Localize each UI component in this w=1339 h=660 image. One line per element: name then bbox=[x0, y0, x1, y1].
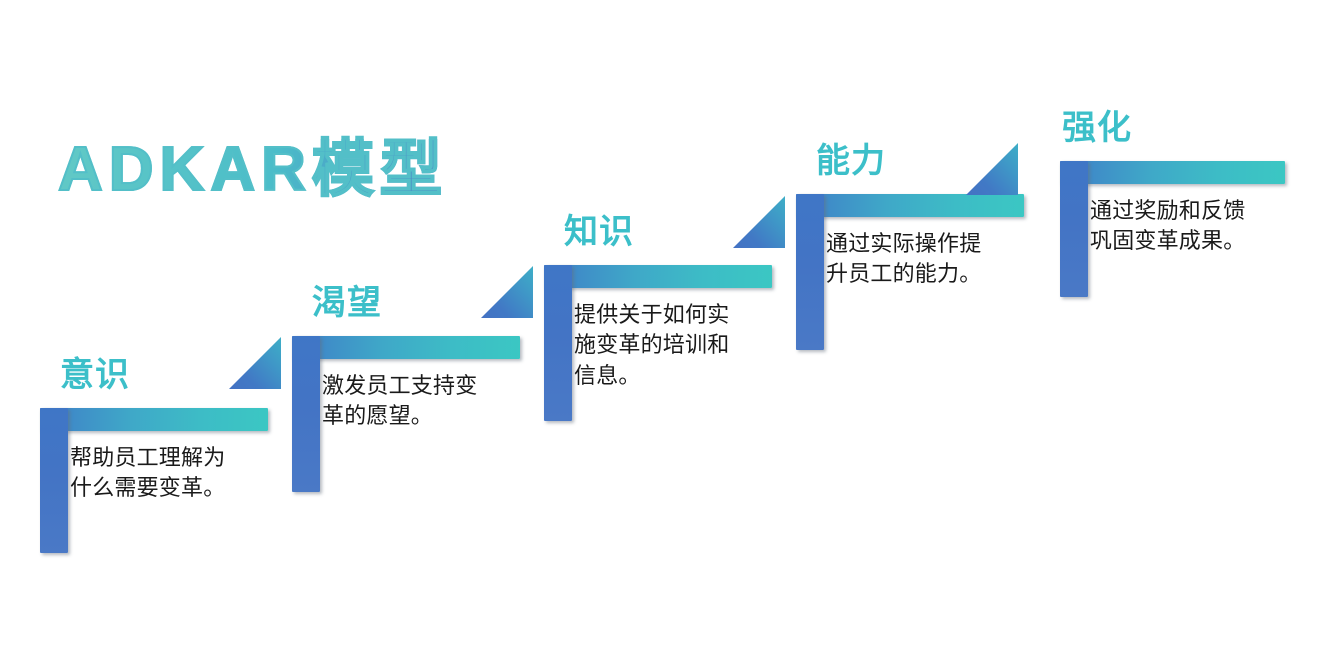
step-description-ability: 通过实际操作提 升员工的能力。 bbox=[826, 231, 982, 287]
bracket-vertical-arm bbox=[292, 336, 320, 492]
step-connector-arrow-icon bbox=[733, 196, 785, 248]
step-description-reinforcement: 通过奖励和反馈 巩固变革成果。 bbox=[1090, 198, 1246, 254]
step-description-awareness: 帮助员工理解为 什么需要变革。 bbox=[70, 445, 226, 501]
step-heading-knowledge: 知识 bbox=[564, 213, 634, 251]
step-description-knowledge: 提供关于如何实 施变革的培训和 信息。 bbox=[574, 302, 730, 388]
bracket-vertical-arm bbox=[40, 408, 68, 553]
bracket-horizontal-arm bbox=[40, 408, 268, 431]
bracket-vertical-arm bbox=[796, 194, 824, 350]
bracket-horizontal-arm bbox=[796, 194, 1024, 217]
step-description-desire: 激发员工支持变 革的愿望。 bbox=[322, 373, 478, 429]
step-connector-arrow-icon bbox=[481, 266, 533, 318]
step-heading-awareness: 意识 bbox=[60, 356, 130, 394]
step-connector-arrow-icon bbox=[229, 337, 281, 389]
step-heading-desire: 渴望 bbox=[312, 284, 382, 322]
bracket-horizontal-arm bbox=[1060, 161, 1285, 184]
bracket-horizontal-arm bbox=[292, 336, 520, 359]
step-heading-reinforcement: 强化 bbox=[1062, 109, 1132, 147]
step-connector-arrow-icon bbox=[966, 143, 1018, 195]
bracket-horizontal-arm bbox=[544, 265, 772, 288]
bracket-vertical-arm bbox=[544, 265, 572, 421]
bracket-vertical-arm bbox=[1060, 161, 1088, 297]
page-title: ADKAR模型 bbox=[57, 135, 448, 204]
step-heading-ability: 能力 bbox=[816, 142, 886, 180]
